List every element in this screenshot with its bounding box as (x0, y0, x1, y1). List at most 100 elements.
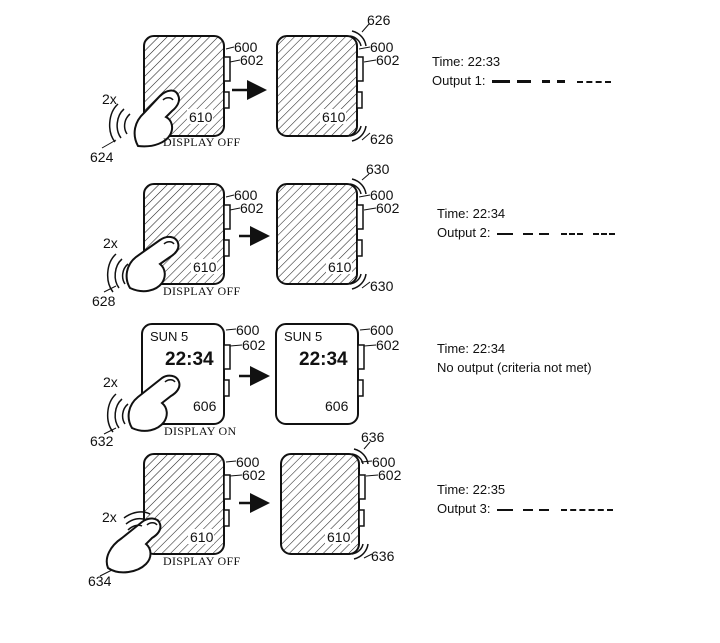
ref-screen: 610 (322, 109, 346, 125)
output-label: Output 2: (437, 225, 491, 240)
ref-finger: 632 (90, 433, 114, 449)
ref-screen: 610 (190, 529, 214, 545)
finger-icon: 2x 624 (90, 89, 181, 165)
dash-mark (497, 232, 514, 235)
dash-mark (560, 232, 583, 235)
ref-finger: 628 (92, 293, 116, 309)
dash-mark (492, 80, 511, 84)
crown-icon (223, 344, 231, 370)
output-row: Output 2: (437, 223, 615, 242)
panel-1: 600 602 610 2x 624 DISPLAY OFF 600 (90, 12, 400, 165)
side-button-icon (356, 239, 363, 257)
ref-device: 600 (370, 187, 394, 203)
ref-screen: 606 (325, 398, 349, 414)
side-button-icon (356, 91, 363, 109)
ref-haptic: 636 (371, 548, 395, 564)
haptic-arc-icon (349, 35, 362, 47)
dash-mark (576, 80, 611, 83)
ref-screen: 606 (193, 398, 217, 414)
clock-text: 22:34 (299, 349, 348, 370)
ref-haptic: 630 (370, 278, 394, 294)
ref-crown: 602 (376, 337, 400, 353)
display-state-caption: DISPLAY OFF (163, 284, 240, 298)
crown-icon (356, 204, 364, 230)
crown-icon (223, 56, 231, 82)
ref-screen: 610 (189, 109, 213, 125)
ref-crown: 602 (240, 52, 264, 68)
info-panel-4: Time: 22:35 Output 3: (437, 480, 613, 518)
ref-haptic: 630 (366, 161, 390, 177)
dash-mark (539, 508, 550, 511)
output-label: No output (criteria not met) (437, 360, 592, 375)
tap-count-label: 2x (103, 235, 118, 251)
side-button-icon (223, 91, 230, 109)
crown-icon (358, 474, 366, 500)
tap-count-label: 2x (102, 91, 117, 107)
crown-icon (357, 344, 365, 370)
ref-device: 600 (234, 39, 258, 55)
tap-count-label: 2x (103, 374, 118, 390)
time-label: Time: 22:33 (432, 54, 501, 69)
haptic-arc-icon (351, 543, 364, 555)
dash-mark (522, 508, 533, 511)
time-label: Time: 22:34 (437, 341, 506, 356)
finger-icon: 2x 634 (88, 509, 162, 589)
output-row: Output 1: (432, 71, 611, 90)
watch-after: SUN 5 22:34 600 602 606 (275, 322, 400, 425)
crown-icon (223, 474, 231, 500)
dash-mark (560, 508, 613, 511)
output-label: Output 1: (432, 73, 486, 88)
ref-crown: 602 (378, 467, 402, 483)
crown-icon (223, 204, 231, 230)
side-button-icon (223, 239, 230, 257)
time-label: Time: 22:34 (437, 206, 506, 221)
ref-device: 600 (236, 322, 260, 338)
info-panel-1: Time: 22:33 Output 1: (432, 52, 611, 90)
info-panel-2: Time: 22:34 Output 2: (437, 204, 615, 242)
display-state-caption: DISPLAY OFF (163, 554, 240, 568)
finger-icon: 2x 628 (92, 235, 180, 309)
time-label: Time: 22:35 (437, 482, 506, 497)
dash-mark (497, 508, 514, 511)
haptic-arc-icon (349, 125, 362, 137)
ref-haptic: 626 (367, 12, 391, 28)
dash-mark (542, 80, 551, 84)
side-button-icon (357, 379, 364, 397)
ref-device: 600 (372, 454, 396, 470)
panel-4: 600 602 610 2x 634 DISPLAY OFF 600 602 (88, 429, 402, 589)
haptic-arc-icon (349, 273, 362, 285)
info-panel-3: Time: 22:34 No output (criteria not met) (437, 339, 592, 377)
ref-device: 600 (370, 39, 394, 55)
display-state-caption: DISPLAY ON (164, 424, 236, 438)
haptic-arc-icon (351, 453, 364, 465)
ref-crown: 602 (376, 200, 400, 216)
ref-crown: 602 (376, 52, 400, 68)
clock-text: 22:34 (165, 349, 214, 370)
dash-mark (556, 80, 565, 84)
watch-before: 600 602 610 (143, 453, 266, 555)
ref-screen: 610 (193, 259, 217, 275)
side-button-icon (358, 509, 365, 527)
output-label: Output 3: (437, 501, 491, 516)
ref-device: 600 (234, 187, 258, 203)
ref-device: 600 (370, 322, 394, 338)
date-text: SUN 5 (150, 329, 188, 344)
ref-crown: 602 (242, 337, 266, 353)
side-button-icon (223, 509, 230, 527)
haptic-arc-icon (349, 183, 362, 195)
watch-after: 600 602 610 626 626 (276, 12, 400, 147)
panel-3: SUN 5 22:34 600 602 606 2x 632 DISPLAY O… (90, 322, 400, 449)
ref-crown: 602 (240, 200, 264, 216)
finger-icon: 2x 632 (90, 374, 181, 449)
ref-crown: 602 (242, 467, 266, 483)
ref-finger: 634 (88, 573, 112, 589)
ref-haptic: 626 (370, 131, 394, 147)
dash-mark (516, 80, 531, 84)
ref-haptic: 636 (361, 429, 385, 445)
panel-2: 600 602 610 2x 628 DISPLAY OFF 600 602 (92, 161, 400, 309)
ref-screen: 610 (327, 529, 351, 545)
dash-mark (592, 232, 615, 235)
crown-icon (356, 56, 364, 82)
date-text: SUN 5 (284, 329, 322, 344)
